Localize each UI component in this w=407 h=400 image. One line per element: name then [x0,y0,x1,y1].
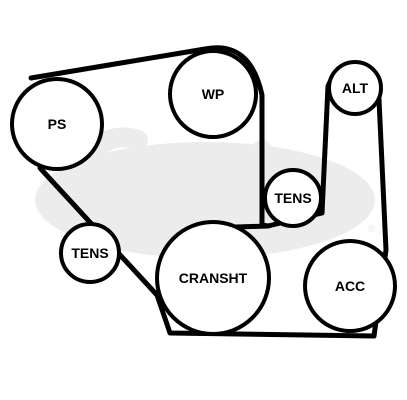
alt-pulley-circle [327,60,383,116]
tens-upper-label: TENS [274,190,311,206]
ps-label: PS [48,116,67,132]
pulley-tens-upper: TENS [263,168,323,228]
pulley-tens-lower: TENS [59,222,121,284]
acc-label: ACC [335,278,365,294]
ps-pulley-circle [10,77,104,171]
wp-pulley-circle [168,49,258,139]
registered-mark: ® [368,224,376,235]
pulley-alt: ALT [327,60,383,116]
acc-pulley-circle [303,239,397,333]
crankshaft-label: CRANSHT [179,270,248,286]
tens-lower-label: TENS [71,245,108,261]
crankshaft-pulley-circle [155,220,271,336]
tens-lower-pulley-circle [59,222,121,284]
pulley-crankshaft: CRANSHT [155,220,271,336]
pulley-wp: WP [168,49,258,139]
pulley-ps: PS [10,77,104,171]
alt-label: ALT [342,80,369,96]
wp-label: WP [202,86,225,102]
tens-upper-pulley-circle [263,168,323,228]
pulley-acc: ACC [303,239,397,333]
